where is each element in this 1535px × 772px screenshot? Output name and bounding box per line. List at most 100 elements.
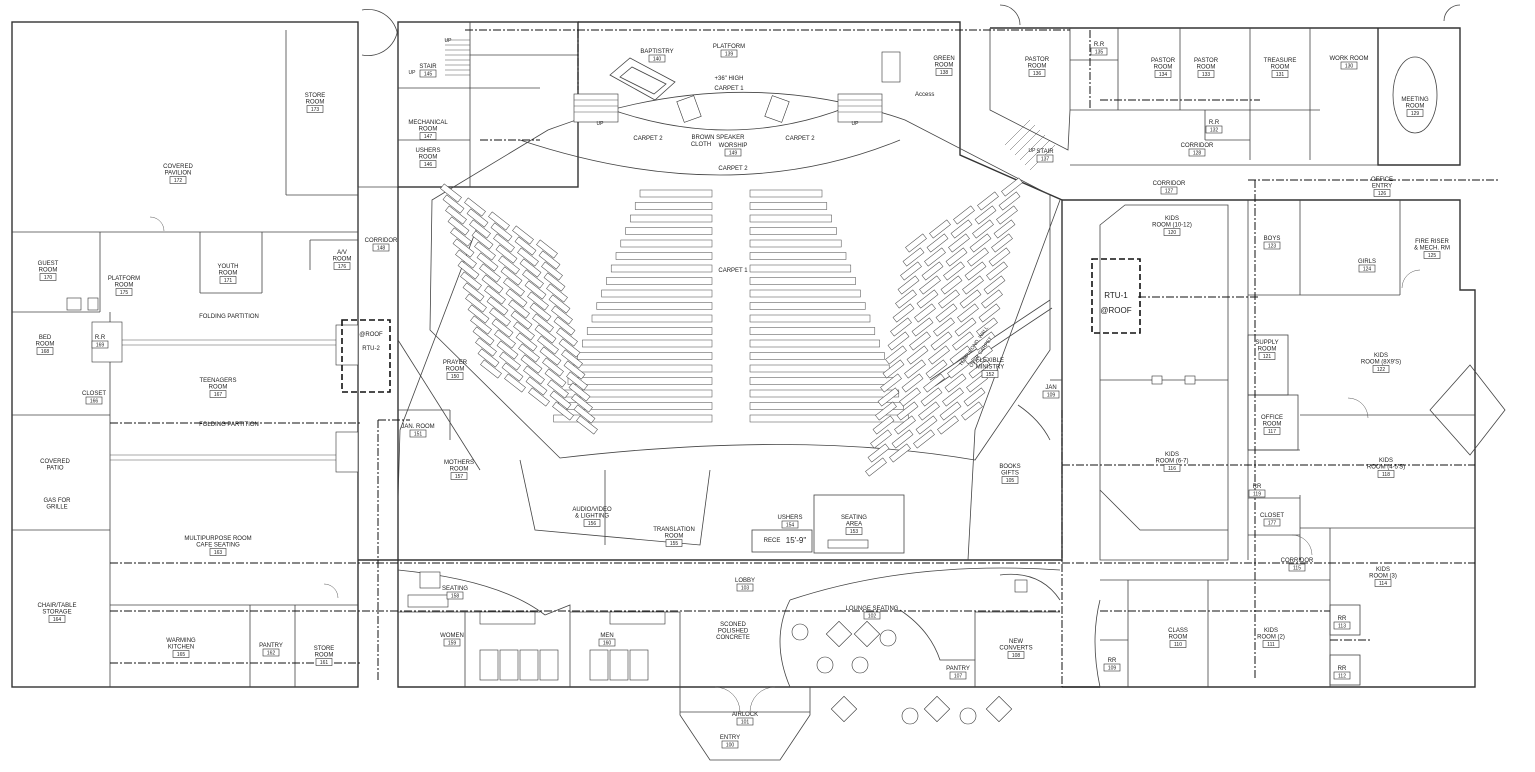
folding-partition-2: FOLDING PARTITION (199, 422, 259, 428)
pew (553, 414, 713, 423)
room-number: 110 (1174, 642, 1182, 648)
room-number-box (446, 591, 464, 600)
pew (976, 317, 998, 337)
pew (510, 310, 533, 330)
pew (445, 205, 467, 225)
room-number-box (583, 519, 601, 527)
room-number-box (1423, 251, 1441, 259)
pew (503, 277, 525, 297)
room-number-box (724, 148, 742, 157)
room-name-line: STAIR (1036, 149, 1054, 155)
pew (529, 302, 552, 322)
pew (967, 247, 989, 267)
room-number-box (172, 650, 190, 658)
pew (546, 283, 568, 303)
room-name-line: AIRLOCK (732, 712, 758, 718)
room-name-line: CONCRETE (716, 635, 750, 641)
pew (909, 331, 931, 351)
pew (571, 393, 593, 413)
pew (882, 359, 905, 379)
pew (919, 275, 941, 295)
room-name-line: POLISHED (718, 629, 749, 635)
room-name-line: ROOM (1271, 65, 1290, 71)
pew (895, 289, 917, 309)
pew (906, 345, 929, 365)
pew (993, 219, 1016, 239)
room-number-box (736, 717, 754, 726)
room-name-line: KIDS (1376, 567, 1390, 573)
pew (549, 390, 572, 410)
room-name-line: CORRIDOR (1153, 181, 1186, 187)
room-name-line: & MECH. RM (1414, 246, 1450, 252)
room-number: 170 (44, 275, 53, 281)
speaker-cloth-label: BROWN SPEAKER (691, 135, 745, 141)
pew (749, 227, 837, 235)
room-number-box (169, 176, 187, 184)
room-number: 149 (729, 151, 738, 157)
room-number-box (446, 372, 464, 380)
room-name-line: USHERS (777, 515, 802, 521)
room-name-line: ROOM (8X9'S) (1361, 360, 1401, 366)
room-number: 100 (726, 743, 735, 749)
room-name-line: ROOM (3) (1369, 574, 1397, 580)
room-number-box (1169, 640, 1187, 648)
pew (486, 296, 509, 316)
pew (953, 205, 975, 225)
pew (527, 291, 549, 311)
pew (634, 202, 713, 210)
pew (576, 415, 598, 435)
pew (573, 404, 596, 424)
pew (563, 360, 586, 380)
pew (462, 282, 485, 302)
pew (566, 371, 588, 391)
room-name-line: LOBBY (735, 578, 755, 584)
room-name-line: ROOM (6-7) (1156, 459, 1189, 465)
pew (749, 289, 861, 298)
room-name-line: SUPPLY (1255, 340, 1278, 346)
pew (517, 247, 539, 267)
pew (586, 327, 713, 335)
pew (902, 247, 925, 267)
room-name-line: ROOM (36, 342, 55, 348)
room-name-line: KITCHEN (168, 645, 194, 651)
pew (567, 377, 713, 385)
pew (924, 247, 946, 267)
pew (532, 313, 554, 333)
room-name-line: PASTOR (1194, 58, 1219, 64)
rtu-1-unit (1091, 258, 1141, 334)
rtu-1-location: @ROOF (1100, 306, 1131, 315)
pew (490, 222, 513, 242)
room-name-line: NEW (1009, 639, 1023, 645)
pew (500, 266, 523, 286)
pew (499, 351, 521, 371)
pew (961, 401, 983, 421)
pew (749, 302, 866, 310)
pew (938, 289, 960, 309)
room-number: 108 (1012, 653, 1021, 659)
toilet-stalls (479, 611, 666, 681)
pew (460, 271, 482, 291)
room-number-box (1036, 154, 1054, 163)
room-number-box (1163, 228, 1181, 236)
room-name-line: JAN (1045, 385, 1056, 391)
room-number-box (949, 671, 967, 680)
room-number: 103 (741, 586, 750, 592)
platform-steps (573, 93, 883, 123)
pew (950, 219, 973, 239)
